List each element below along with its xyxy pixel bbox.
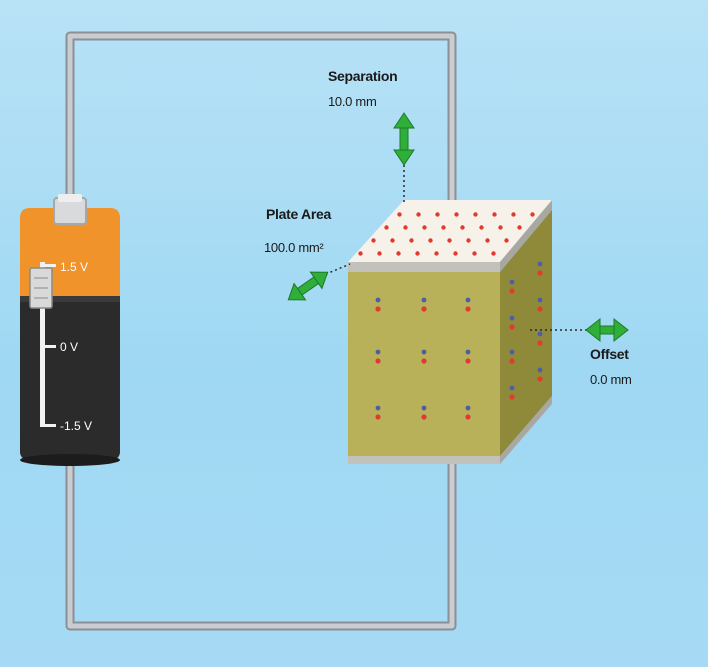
- plate-area-label: Plate Area: [266, 206, 331, 222]
- dielectric-negative-charge: [465, 297, 471, 303]
- positive-charge: [504, 238, 509, 243]
- positive-charge: [511, 212, 516, 217]
- positive-charge: [397, 212, 402, 217]
- dielectric-negative-charge: [421, 349, 427, 355]
- dielectric-positive-charge: [465, 306, 471, 312]
- battery-voltage-slider[interactable]: [29, 262, 56, 427]
- positive-charge: [447, 238, 452, 243]
- dielectric-negative-charge: [509, 279, 515, 285]
- positive-charge: [460, 225, 465, 230]
- separation-drag-handle[interactable]: [393, 112, 415, 166]
- dielectric-negative-charge: [537, 367, 543, 373]
- positive-charge: [396, 251, 401, 256]
- circuit-wire: [65, 31, 457, 631]
- plate-area-drag-handle[interactable]: [283, 264, 334, 308]
- dielectric-positive-charge: [537, 340, 543, 346]
- dielectric-positive-charge: [509, 394, 515, 400]
- positive-charge: [479, 225, 484, 230]
- positive-charge: [498, 225, 503, 230]
- dielectric-negative-charge: [509, 385, 515, 391]
- dielectric-positive-charge: [509, 358, 515, 364]
- positive-charge: [466, 238, 471, 243]
- plate-area-value: 100.0 mm²: [264, 240, 324, 255]
- capacitor-bottom-plate[interactable]: [348, 396, 552, 464]
- dielectric-positive-charge: [421, 306, 427, 312]
- offset-value: 0.0 mm: [590, 372, 632, 387]
- dielectric-positive-charge: [465, 358, 471, 364]
- dielectric-positive-charge: [421, 414, 427, 420]
- positive-charge: [358, 251, 363, 256]
- dielectric-positive-charge: [537, 270, 543, 276]
- top-plate-charges: [358, 212, 535, 256]
- positive-charge: [434, 251, 439, 256]
- dielectric-negative-charge: [421, 297, 427, 303]
- dielectric-negative-charge: [421, 405, 427, 411]
- offset-drag-handle[interactable]: [585, 317, 629, 343]
- positive-charge: [453, 251, 458, 256]
- positive-charge: [491, 251, 496, 256]
- positive-charge: [428, 238, 433, 243]
- dielectric-positive-charge: [509, 288, 515, 294]
- positive-charge: [441, 225, 446, 230]
- dielectric-positive-charge: [509, 324, 515, 330]
- positive-charge: [435, 212, 440, 217]
- dielectric-negative-charge: [375, 349, 381, 355]
- positive-charge: [422, 225, 427, 230]
- dielectric-negative-charge: [375, 405, 381, 411]
- positive-charge: [371, 238, 376, 243]
- positive-charge: [530, 212, 535, 217]
- dielectric-positive-charge: [375, 358, 381, 364]
- separation-label: Separation: [328, 68, 398, 84]
- positive-charge: [472, 251, 477, 256]
- positive-charge: [485, 238, 490, 243]
- dielectric-negative-charge: [537, 261, 543, 267]
- positive-charge: [517, 225, 522, 230]
- dielectric-negative-charge: [509, 349, 515, 355]
- battery-mid-voltage-label: 0 V: [60, 340, 79, 354]
- positive-charge: [416, 212, 421, 217]
- dielectric-negative-charge: [537, 331, 543, 337]
- dielectric-negative-charge: [465, 349, 471, 355]
- dielectric-positive-charge: [537, 376, 543, 382]
- offset-label: Offset: [590, 346, 629, 362]
- dielectric-positive-charge: [375, 414, 381, 420]
- dielectric-positive-charge: [537, 306, 543, 312]
- positive-charge: [403, 225, 408, 230]
- positive-charge: [377, 251, 382, 256]
- dielectric-charges: [375, 261, 543, 420]
- positive-charge: [409, 238, 414, 243]
- dielectric-block[interactable]: [348, 210, 552, 456]
- dielectric-positive-charge: [421, 358, 427, 364]
- positive-charge: [473, 212, 478, 217]
- positive-charge: [384, 225, 389, 230]
- positive-charge: [492, 212, 497, 217]
- battery-top-voltage-label: 1.5 V: [60, 260, 89, 274]
- positive-charge: [415, 251, 420, 256]
- dielectric-negative-charge: [375, 297, 381, 303]
- separation-value: 10.0 mm: [328, 94, 377, 109]
- battery-bottom-voltage-label: -1.5 V: [60, 419, 93, 433]
- positive-charge: [454, 212, 459, 217]
- dielectric-positive-charge: [465, 414, 471, 420]
- dielectric-negative-charge: [465, 405, 471, 411]
- dielectric-negative-charge: [509, 315, 515, 321]
- dielectric-negative-charge: [537, 297, 543, 303]
- positive-charge: [390, 238, 395, 243]
- dielectric-positive-charge: [375, 306, 381, 312]
